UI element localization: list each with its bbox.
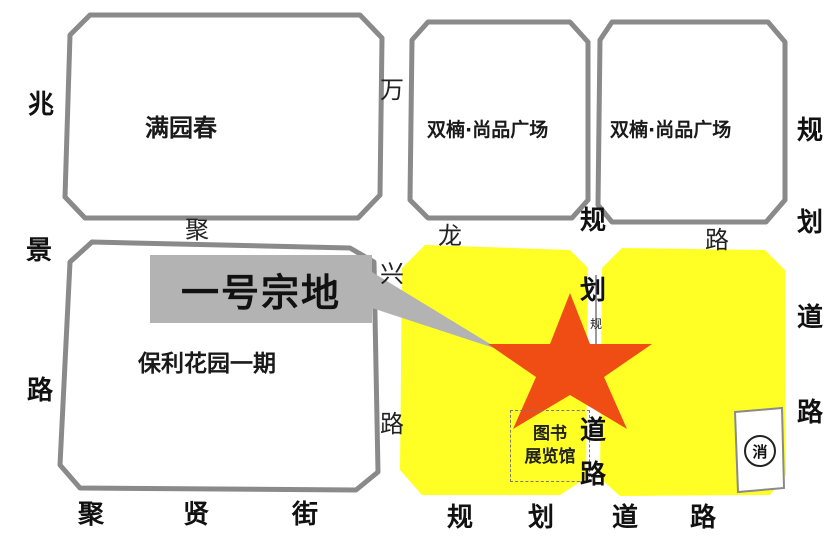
fire-station-marker[interactable]: 消 (744, 435, 776, 467)
road-char: 聚 (78, 500, 105, 530)
road-char: 龙 (438, 222, 462, 250)
road-char: 划 (528, 503, 555, 533)
label-shuangnan-1: 双楠·尚品广场 (427, 119, 549, 141)
block-shuangnan-2[interactable] (595, 19, 788, 225)
star-icon[interactable] (488, 293, 652, 429)
road-char: 兆 (28, 90, 55, 120)
road-char: 路 (380, 410, 404, 438)
road-char: 规 (447, 503, 474, 533)
road-char-small: 规 (590, 317, 603, 331)
road-char: 划 (797, 208, 824, 238)
road-char: 道 (580, 416, 607, 446)
road-char: 道 (612, 503, 639, 533)
road-char: 路 (797, 398, 824, 428)
library-label-line2: 展览馆 (524, 447, 576, 467)
road-char: 道 (797, 303, 824, 333)
road-char-lu: 路 (705, 226, 729, 254)
block-shuangnan-1[interactable] (407, 19, 591, 221)
road-char: 兴 (380, 260, 404, 288)
road-char: 路 (27, 376, 54, 406)
road-char: 划 (580, 276, 607, 306)
library-exhibition-hall[interactable]: 图书 展览馆 (510, 410, 590, 482)
road-char: 规 (580, 206, 607, 236)
road-char: 景 (26, 236, 53, 266)
road-char: 路 (580, 460, 607, 490)
parcel-callout-label: 一号宗地 (150, 255, 372, 323)
road-char-ju: 聚 (185, 216, 209, 244)
library-label-line1: 图书 (533, 424, 567, 445)
block-manyuanchun[interactable] (62, 12, 385, 221)
road-char: 路 (690, 503, 717, 533)
parcel-west[interactable] (400, 245, 588, 495)
road-char: 街 (292, 500, 319, 530)
road-char: 万 (380, 76, 404, 104)
road-char: 贤 (183, 500, 210, 530)
callout-pointer (372, 272, 500, 350)
label-shuangnan-2: 双楠·尚品广场 (610, 119, 732, 141)
label-baoli: 保利花园一期 (138, 351, 276, 377)
label-manyuanchun: 满园春 (145, 114, 217, 142)
road-char: 规 (797, 116, 824, 146)
